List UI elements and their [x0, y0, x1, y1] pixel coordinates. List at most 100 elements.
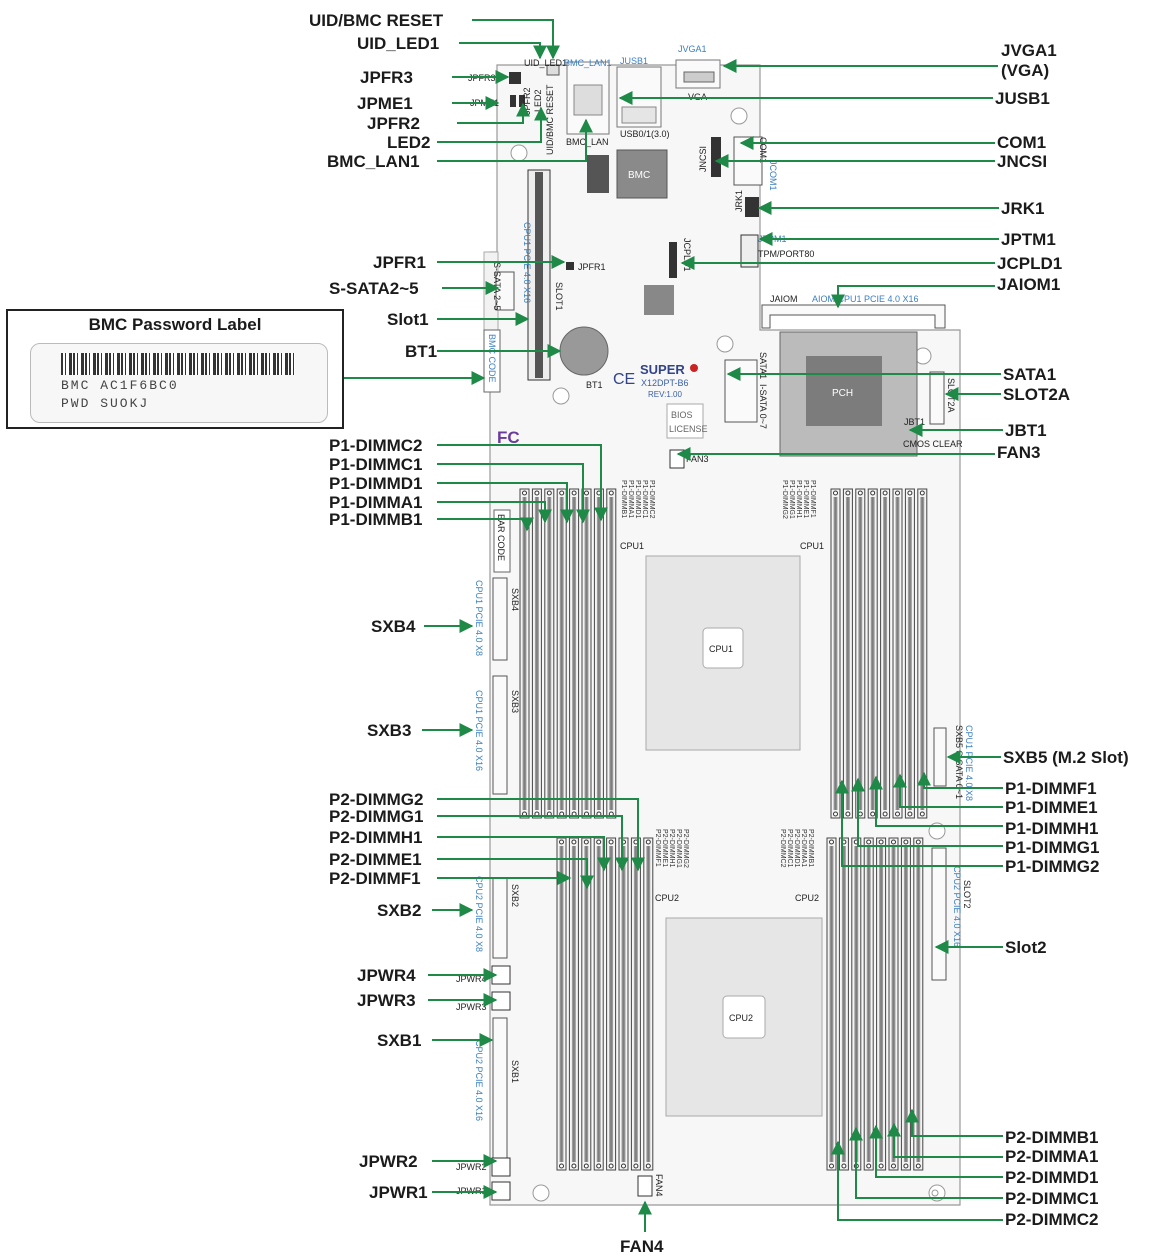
sxb4-connector [492, 577, 508, 661]
callout-jpfr2: JPFR2 [367, 114, 420, 133]
arrow-p2-dimmg1 [437, 815, 629, 872]
p2-right-dimm-slot-4-module [866, 846, 871, 1162]
p1-right-dimm-slot-4-module [870, 497, 875, 810]
p1-right-dimm-slot-8-module [920, 497, 925, 810]
p2-right-dimm-slot-5-latch-bottom [878, 1163, 884, 1169]
arrow-p2-dimmc2 [831, 1140, 1003, 1221]
p2-right-dimm-slot-6-latch-top [891, 839, 896, 845]
silk-sxb4-pcie: CPU1 PCIE 4.0 X8 [474, 580, 484, 656]
p2-left-dimm-slot-5-latch-top [608, 839, 614, 845]
p2-right-dimm-slot-2-module [841, 846, 846, 1162]
board-rev: REV:1.00 [648, 390, 682, 399]
silk-jpfr1: JPFR1 [578, 262, 606, 272]
silk-p1-left-dimm-2: P1-DIMMA1 [627, 480, 634, 518]
callout-jusb1: JUSB1 [995, 89, 1050, 108]
callout-uid-bmc-reset: UID/BMC RESET [309, 11, 444, 30]
silk-slot2: SLOT2 [962, 880, 972, 909]
callout-jpwr1: JPWR1 [369, 1183, 428, 1202]
p1-left-dimm-slot-1-latch-top [522, 490, 527, 496]
supermicro-logo: SUPER [640, 362, 685, 377]
p2-right-dimm-slot-4-latch-top [866, 839, 872, 845]
bios-license-sticker [666, 403, 704, 439]
p1-left-dimm-slot-4-latch-top [559, 490, 565, 496]
ce-mark: CE [613, 371, 635, 388]
arrow-p2-dimmg2 [437, 798, 645, 872]
callout-jaiom1: JAIOM1 [997, 275, 1060, 294]
callout-bt1: BT1 [405, 342, 437, 361]
callout-p1-dimmf1: P1-DIMMF1 [1005, 779, 1097, 798]
p2-right-dimm-slot-8-latch-bottom [915, 1163, 921, 1169]
p1-right-dimm-slot-6-latch-top [895, 490, 900, 496]
barcode [61, 353, 295, 375]
silk-p1-right-dimm-1: P1-DIMMG2 [781, 480, 788, 519]
silk-cpu1-b: CPU1 [800, 541, 824, 551]
callout-jpme1: JPME1 [357, 94, 413, 113]
jpfr3-header [509, 72, 521, 84]
p1-right-dimm-slot-1-module [833, 497, 838, 810]
p1-left-dimm-slot-3-latch-top [546, 490, 552, 496]
silk-p1-right-dimm-5: P1-DIMMF1 [809, 480, 816, 518]
p1-right-dimm-slot-7-module [907, 497, 912, 810]
p2-left-dimm-slot-5-latch-bottom [608, 1163, 614, 1169]
p2-right-dimm-slot-1-latch-top [829, 839, 834, 845]
callout-p1-dimmg1: P1-DIMMG1 [1005, 838, 1099, 857]
p2-left-dimm-slot-2-latch-top [571, 839, 577, 845]
p2-left-dimm-slot-2-latch-bottom [571, 1163, 577, 1169]
callout-jvga1: JVGA1 [1001, 41, 1057, 60]
p1-right-dimm-slot-4-latch-bottom [870, 811, 876, 817]
callout-jncsi: JNCSI [997, 152, 1047, 171]
bmc-flash [587, 155, 609, 193]
callout-arrows [344, 19, 1003, 1232]
jcpld1-header [669, 242, 677, 278]
callout-jpfr1: JPFR1 [373, 253, 426, 272]
arrow-p2-dimmc1 [849, 1126, 1003, 1199]
mount-holes [510, 107, 946, 1202]
p1-left-dimm-slot-6-latch-top [584, 490, 589, 496]
p2-left-dimm-slot-8-latch-top [645, 839, 651, 845]
silk-sxb2-pcie: CPU2 PCIE 4.0 X8 [474, 876, 484, 952]
callout-slot2: Slot2 [1005, 938, 1047, 957]
callout-p1-dimma1: P1-DIMMA1 [329, 493, 423, 512]
callout-p2-dimmf1: P2-DIMMF1 [329, 869, 421, 888]
arrow-p2-dimma1 [887, 1122, 1003, 1158]
callout-jvga1-vga: (VGA) [1001, 61, 1049, 80]
silk-bar-code: BAR CODE [496, 514, 506, 561]
callout-p1-dimmh1: P1-DIMMH1 [1005, 819, 1099, 838]
jtpm1-header [740, 234, 759, 268]
fan4-header [637, 1175, 653, 1197]
p1-right-dimm-slot-5-latch-top [882, 490, 888, 496]
p1-left-dimm-slot-7-module [596, 497, 601, 810]
silk-fan3: FAN3 [686, 454, 709, 464]
cpu1-label: CPU1 [709, 644, 733, 654]
callout-s-sata2-5: S-SATA2~5 [329, 279, 419, 298]
p2-left-dimm-slot-6-module [621, 846, 626, 1162]
sxb5-m2-connector [933, 727, 947, 787]
p1-left-dimm-slot-1-module [522, 497, 527, 810]
callout-sxb3: SXB3 [367, 721, 411, 740]
jvga1-port-inner [683, 71, 715, 83]
callout-p1-dimmb1: P1-DIMMB1 [329, 510, 423, 529]
silk-p2-right-dimm-1: P2-DIMMC2 [779, 829, 786, 868]
silk-cpu2-a: CPU2 [655, 893, 679, 903]
silk-jcpld1: JCPLD1 [682, 238, 692, 272]
arrow-p1-dimmb1 [437, 517, 534, 532]
arrow-p1-dimmh1 [869, 775, 1003, 827]
arrow-jpfr2 [457, 102, 530, 124]
bios-label: BIOS [671, 410, 693, 420]
p2-right-dimm-slot-7-latch-bottom [903, 1163, 909, 1169]
bmc-password-label-title: BMC Password Label [88, 315, 262, 334]
silk-sata1: SATA1 [758, 352, 768, 379]
silk-cpu2-b: CPU2 [795, 893, 819, 903]
silk-sxb1-pcie: CPU2 PCIE 4.0 X16 [474, 1040, 484, 1121]
p1-left-dimm-slot-3-module [547, 497, 552, 810]
p1-right-dimm-slot-7-latch-bottom [907, 811, 913, 817]
p2-left-dimm-slot-3-latch-top [583, 839, 589, 845]
p2-left-dimm-slot-3-module [584, 846, 589, 1162]
sata1-connector [724, 359, 758, 423]
silk-tpm-port80: TPM/PORT80 [758, 249, 814, 259]
silk-p2-left-dimm-4: P2-DIMMG1 [675, 829, 682, 868]
callout-jbt1: JBT1 [1005, 421, 1047, 440]
callout-bmc-lan1: BMC_LAN1 [327, 152, 420, 171]
silk-sxb5-pcie: CPU1 PCIE 4.0 X8 [964, 725, 974, 801]
